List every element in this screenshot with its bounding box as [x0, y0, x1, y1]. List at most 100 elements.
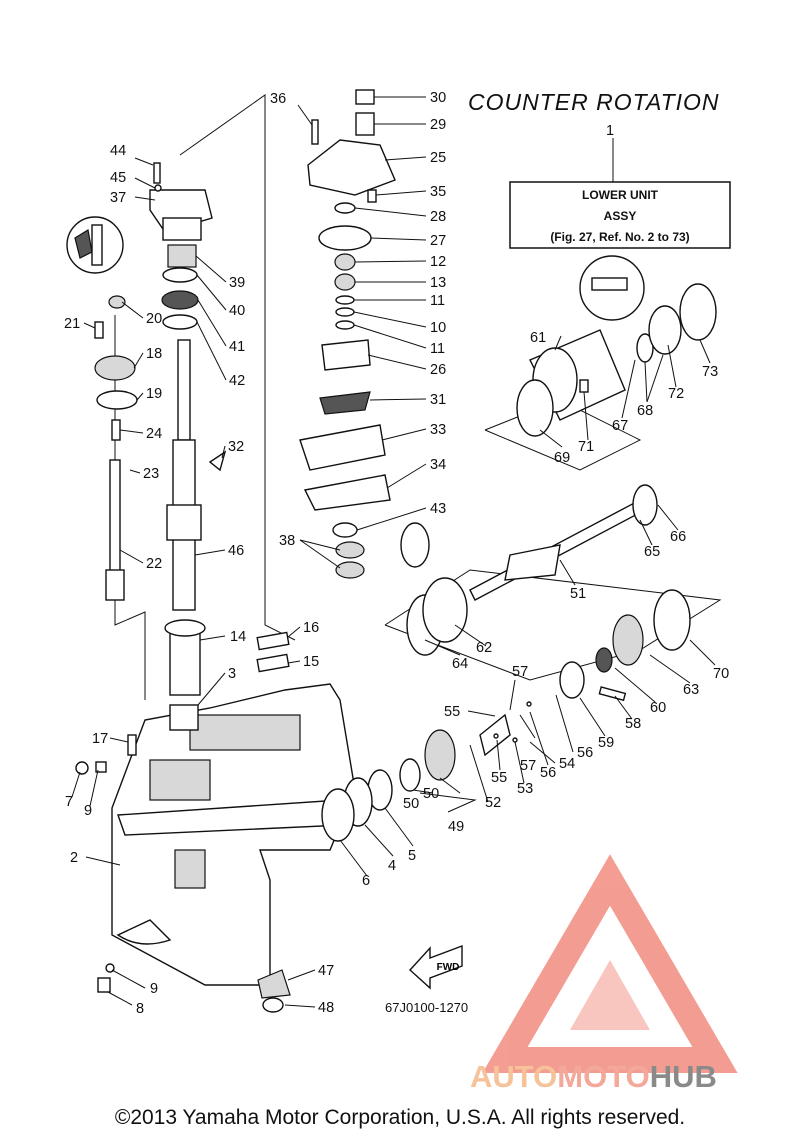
watermark-moto: MOTO	[557, 1059, 649, 1094]
callout-66: 66	[670, 529, 686, 545]
callout-40: 40	[229, 303, 245, 319]
callout-17: 17	[92, 731, 108, 747]
callout-53: 53	[517, 781, 533, 797]
callout-43: 43	[430, 501, 446, 517]
callout-36: 36	[270, 91, 286, 107]
callout-35: 35	[430, 184, 446, 200]
callout-23: 23	[143, 466, 159, 482]
callout-45: 45	[110, 170, 126, 186]
callout-54: 54	[559, 756, 575, 772]
callout-25: 25	[430, 150, 446, 166]
callout-8: 8	[136, 1001, 144, 1017]
callout-11b: 11	[430, 341, 445, 357]
callout-10: 10	[430, 320, 446, 336]
callout-6: 6	[362, 873, 370, 889]
lower-unit-housing	[111, 683, 356, 986]
callout-34: 34	[430, 457, 446, 473]
assembly-box-line3: (Fig. 27, Ref. No. 2 to 73)	[550, 230, 689, 244]
callout-18: 18	[146, 346, 162, 362]
callout-39: 39	[229, 275, 245, 291]
watermark-hub: HUB	[650, 1059, 717, 1094]
callout-69: 69	[554, 450, 570, 466]
callout-52: 52	[485, 795, 501, 811]
callout-14: 14	[230, 629, 246, 645]
water-pump-parts	[299, 89, 430, 579]
callout-46: 46	[228, 543, 244, 559]
callout-50b: 50	[423, 786, 439, 802]
callout-31: 31	[430, 392, 446, 408]
drawing-code: 67J0100-1270	[385, 1000, 468, 1015]
assembly-box-line1: LOWER UNIT	[582, 188, 659, 202]
callout-62: 62	[476, 640, 492, 656]
callout-5: 5	[408, 848, 416, 864]
callout-19: 19	[146, 386, 162, 402]
callout-65: 65	[644, 544, 660, 560]
callout-9b: 9	[150, 981, 158, 997]
callout-55: 55	[444, 704, 460, 720]
callout-56b: 56	[577, 745, 593, 761]
callout-72: 72	[668, 386, 684, 402]
diagram-title: COUNTER ROTATION	[468, 89, 720, 115]
drive-shaft-parts	[75, 162, 291, 1013]
callout-33: 33	[430, 422, 446, 438]
callout-70: 70	[713, 666, 729, 682]
callout-29: 29	[430, 117, 446, 133]
callout-59: 59	[598, 735, 614, 751]
callout-47: 47	[318, 963, 334, 979]
callout-56: 56	[540, 765, 556, 781]
callout-4: 4	[388, 858, 396, 874]
callout-60: 60	[650, 700, 666, 716]
callout-41: 41	[229, 339, 245, 355]
callout-57: 57	[512, 664, 528, 680]
fwd-arrow: FWD	[409, 944, 463, 990]
propeller-shaft-parts	[321, 283, 717, 842]
callout-26: 26	[430, 362, 446, 378]
callout-64: 64	[452, 656, 468, 672]
callout-16: 16	[303, 620, 319, 636]
callout-28: 28	[430, 209, 446, 225]
callout-38: 38	[279, 533, 295, 549]
callout-13: 13	[430, 275, 446, 291]
callout-32: 32	[228, 439, 244, 455]
callout-30: 30	[430, 90, 446, 106]
watermark-logo	[482, 854, 738, 1073]
callout-67: 67	[612, 418, 628, 434]
assembly-box: LOWER UNIT ASSY (Fig. 27, Ref. No. 2 to …	[509, 138, 731, 249]
watermark-auto: AUTO	[470, 1059, 557, 1094]
leader-lines	[71, 96, 716, 1008]
callout-20: 20	[146, 311, 162, 327]
watermark-text: AUTOMOTOHUB	[470, 1059, 717, 1094]
callout-21: 21	[64, 316, 80, 332]
detail-bubbles	[66, 216, 645, 321]
callout-73: 73	[702, 364, 718, 380]
callout-68: 68	[637, 403, 653, 419]
callout-15: 15	[303, 654, 319, 670]
callout-11: 11	[430, 293, 445, 309]
callout-22: 22	[146, 556, 162, 572]
callout-37: 37	[110, 190, 126, 206]
callout-58: 58	[625, 716, 641, 732]
callout-3: 3	[228, 666, 236, 682]
callout-61: 61	[530, 330, 546, 346]
callout-9: 9	[84, 803, 92, 819]
callout-48: 48	[318, 1000, 334, 1016]
callout-2: 2	[70, 850, 78, 866]
callout-57b: 57	[520, 758, 536, 774]
callout-1: 1	[606, 123, 614, 139]
copyright-notice: ©2013 Yamaha Motor Corporation, U.S.A. A…	[115, 1106, 685, 1129]
callout-42: 42	[229, 373, 245, 389]
callout-49: 49	[448, 819, 464, 835]
callout-63: 63	[683, 682, 699, 698]
callout-71: 71	[578, 439, 594, 455]
callout-24: 24	[146, 426, 162, 442]
callout-44: 44	[110, 143, 126, 159]
callout-labels: 1 2 3 4 5 6 7 8 9 9 10 11 11 12 13 14 15…	[64, 90, 729, 1017]
callout-7: 7	[65, 794, 73, 810]
callout-51: 51	[570, 586, 586, 602]
callout-12: 12	[430, 254, 446, 270]
callout-50: 50	[403, 796, 419, 812]
callout-27: 27	[430, 233, 446, 249]
callout-55b: 55	[491, 770, 507, 786]
